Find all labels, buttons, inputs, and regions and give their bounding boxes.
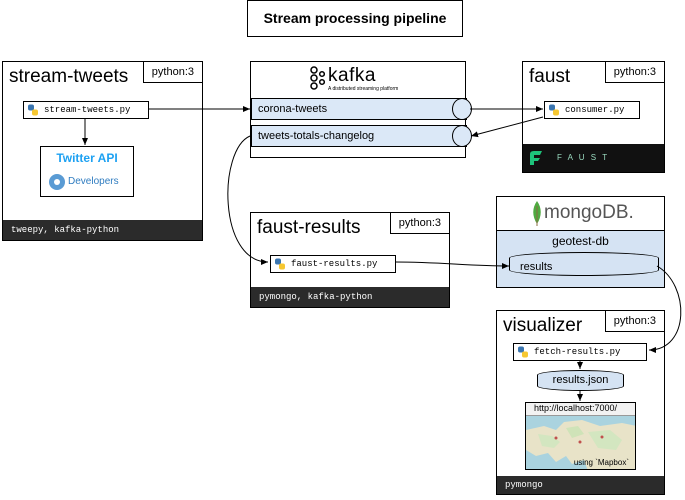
mongodb-collection-label: results	[520, 261, 553, 273]
faust-consumer-file[interactable]: consumer.py	[544, 101, 640, 119]
twitter-api-label: Twitter API	[56, 151, 118, 165]
mongodb-collection[interactable]: results	[509, 252, 659, 276]
faust-consumer-file-label: consumer.py	[565, 105, 625, 115]
topic-tweets-totals-changelog[interactable]: tweets-totals-changelog	[251, 125, 467, 147]
faust-results-footer: pymongo, kafka-python	[251, 287, 449, 307]
diagram-title: Stream processing pipeline	[263, 10, 447, 26]
visualizer-footer: pymongo	[497, 476, 664, 494]
faust-title: faust	[529, 66, 571, 87]
python-icon	[275, 258, 285, 270]
diagram-title-box: Stream processing pipeline	[247, 0, 463, 37]
kafka-logo: kafka	[328, 65, 376, 86]
kafka-logo-icon	[310, 66, 325, 90]
visualizer-title: visualizer	[503, 315, 583, 336]
visualizer-box: visualizer python:3 fetch-results.py res…	[496, 310, 665, 495]
topic-corona-tweets[interactable]: corona-tweets	[251, 98, 467, 120]
mongodb-box: mongoDB. geotest-db results	[496, 196, 665, 288]
arrow-mongo-to-fetch	[648, 265, 682, 353]
topic-tweets-totals-changelog-label: tweets-totals-changelog	[258, 130, 375, 142]
stream-tweets-footer: tweepy, kafka-python	[3, 220, 202, 240]
twitter-api-box: Twitter API Developers	[40, 146, 134, 197]
faust-results-file-label: faust-results.py	[291, 259, 378, 269]
faust-logo-icon	[530, 151, 542, 165]
developers-label: Developers	[68, 176, 119, 187]
python-icon	[28, 104, 38, 116]
map-caption: using `Mapbox`	[573, 458, 629, 467]
fetch-results-file-label: fetch-results.py	[534, 347, 621, 357]
visualizer-python-tag: python:3	[604, 311, 664, 332]
topic-corona-tweets-label: corona-tweets	[258, 103, 328, 115]
map-europe-icon	[526, 420, 635, 469]
faust-results-file[interactable]: faust-results.py	[270, 255, 396, 273]
map-panel[interactable]: http://localhost:7000/ using `Mapbox`	[525, 402, 636, 470]
faust-python-tag: python:3	[604, 62, 664, 83]
developers-gear-icon	[49, 174, 65, 190]
stream-tweets-title: stream-tweets	[9, 66, 129, 87]
mongodb-leaf-icon	[533, 201, 541, 226]
map-url: http://localhost:7000/	[526, 403, 635, 416]
stream-tweets-file-label: stream-tweets.py	[44, 105, 131, 115]
results-json-label: results.json	[552, 374, 609, 386]
mongodb-logo-band: mongoDB.	[497, 197, 664, 231]
stream-tweets-box: stream-tweets python:3 stream-tweets.py …	[2, 61, 203, 241]
stream-tweets-file[interactable]: stream-tweets.py	[23, 101, 149, 119]
arrow-changelog-to-faust-results	[227, 135, 269, 265]
arrow-faust-to-changelog	[470, 116, 544, 138]
stream-tweets-python-tag: python:3	[142, 62, 202, 83]
faust-results-box: faust-results python:3 faust-results.py …	[250, 212, 450, 308]
faust-results-title: faust-results	[257, 217, 361, 238]
mongodb-logo: mongoDB.	[544, 202, 634, 223]
mongodb-database-label: geotest-db	[552, 234, 609, 248]
kafka-subtitle: A distributed streaming platform	[328, 86, 399, 92]
arrow-faust-results-to-mongo	[394, 261, 510, 269]
results-json-cylinder[interactable]: results.json	[537, 370, 624, 391]
faust-box: faust python:3 consumer.py F A U S T	[522, 61, 665, 173]
faust-logo-band: F A U S T	[523, 144, 664, 172]
python-icon	[549, 104, 559, 116]
faust-results-python-tag: python:3	[389, 213, 449, 234]
faust-logo-text: F A U S T	[557, 153, 610, 162]
python-icon	[518, 346, 528, 358]
